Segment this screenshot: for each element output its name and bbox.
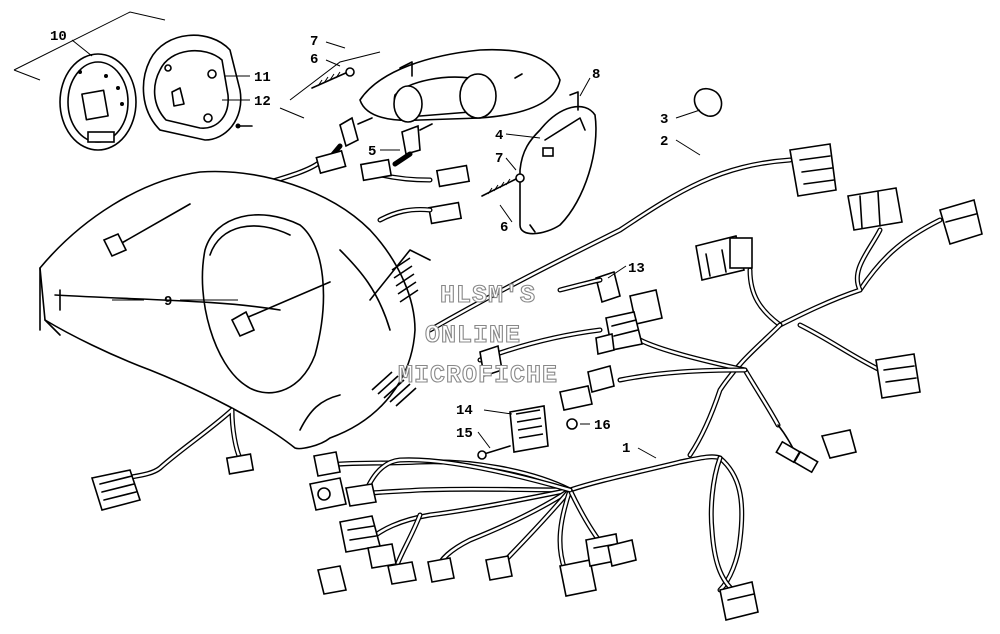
relay-screw xyxy=(477,445,511,460)
relay xyxy=(509,385,593,453)
clip-ring xyxy=(693,87,723,117)
speedometer-gauge xyxy=(59,53,137,151)
connectors-mid xyxy=(479,270,663,393)
callout-11: 11 xyxy=(254,70,271,86)
watermark-line-3: MICROFICHE xyxy=(398,361,558,390)
lower-lamp-housing xyxy=(519,91,597,235)
callout-14: 14 xyxy=(456,403,473,419)
callout-4: 4 xyxy=(495,128,503,144)
gauge-housing xyxy=(142,34,242,141)
gauge-screw xyxy=(235,123,253,129)
connectors-lower xyxy=(309,451,759,621)
headlight-sub-harness xyxy=(267,143,471,225)
callout-16: 16 xyxy=(594,418,611,434)
mounting-bolt-upper xyxy=(102,203,191,258)
callout-7-upper: 7 xyxy=(310,34,318,50)
main-harness-upper xyxy=(427,157,943,458)
callout-5: 5 xyxy=(368,144,376,160)
leader-lines xyxy=(71,39,701,459)
instrument-group-outline xyxy=(13,11,166,81)
callout-1: 1 xyxy=(622,441,630,457)
callout-10: 10 xyxy=(50,29,67,45)
mounting-bolt-lower xyxy=(230,281,331,338)
adjuster-screw-lower xyxy=(481,173,525,197)
fairing-harness xyxy=(90,407,255,511)
bulb-socket-right xyxy=(401,123,433,156)
watermark: HLSM'S ONLINE MICROFICHE xyxy=(397,280,558,390)
callout-3: 3 xyxy=(660,112,668,128)
bulb-socket-left xyxy=(339,116,373,148)
callout-12: 12 xyxy=(254,94,271,110)
fairing-vents xyxy=(371,257,419,407)
adjuster-screw-upper xyxy=(279,51,381,119)
headlight-housing xyxy=(359,48,561,123)
callout-7-lower: 7 xyxy=(495,151,503,167)
callout-8: 8 xyxy=(592,67,600,83)
callout-labels: 1 2 3 4 5 6 6 7 7 8 9 10 11 12 13 14 15 … xyxy=(50,29,668,457)
connectors-upper xyxy=(695,143,983,474)
watermark-line-2: ONLINE xyxy=(425,321,521,350)
callout-2: 2 xyxy=(660,134,668,150)
callout-6-upper: 6 xyxy=(310,52,318,68)
watermark-line-1: HLSM'S xyxy=(440,281,536,310)
front-fairing xyxy=(39,170,431,450)
relay-nut xyxy=(566,418,578,430)
callout-6-lower: 6 xyxy=(500,220,508,236)
callout-13: 13 xyxy=(628,261,645,277)
callout-9: 9 xyxy=(164,294,172,310)
callout-15: 15 xyxy=(456,426,473,442)
